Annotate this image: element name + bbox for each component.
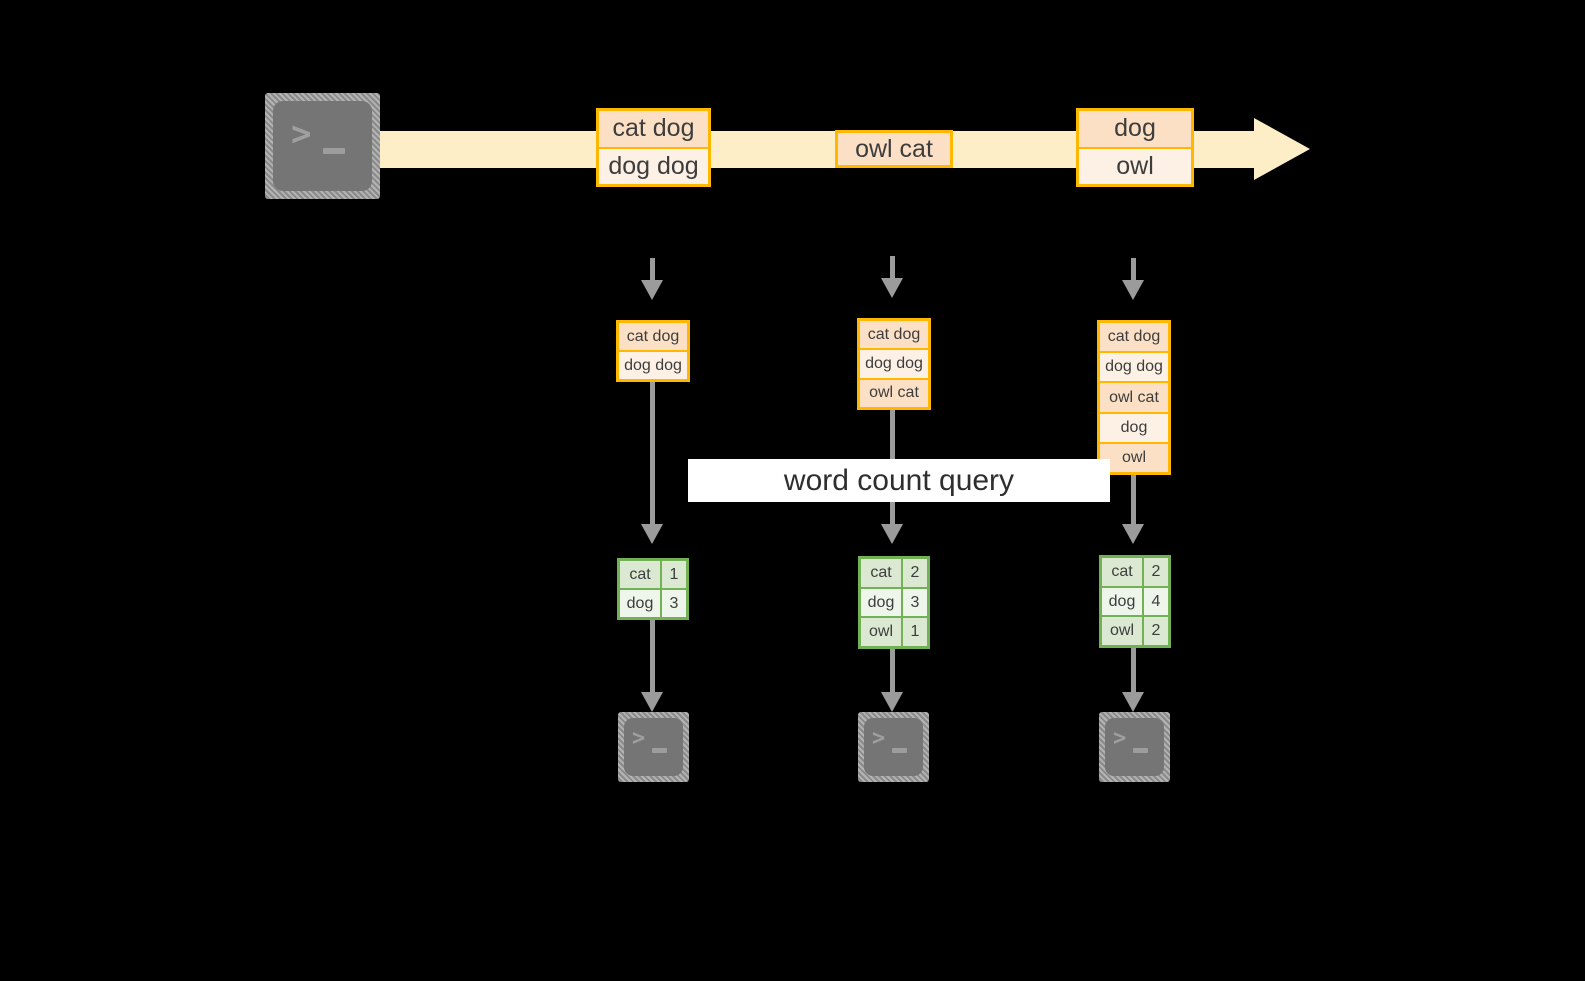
sink-terminal-1[interactable]: >: [618, 712, 689, 782]
result-table-2[interactable]: cat 2 dog 3 owl 1: [858, 556, 930, 649]
snapshot-line: cat dog: [1100, 323, 1168, 354]
sink-connector-1-arrowhead-icon: [641, 692, 663, 712]
query-connector-1: [650, 382, 655, 524]
table-row: dog 3: [861, 588, 927, 619]
result-count: 2: [1151, 622, 1161, 640]
result-table-1[interactable]: cat 1 dog 3: [617, 558, 689, 620]
result-count: 1: [910, 623, 920, 641]
message-line: owl: [1079, 148, 1191, 184]
snapshot-3[interactable]: cat dog dog dog owl cat dog owl: [1097, 320, 1171, 475]
result-word: cat: [620, 561, 662, 588]
table-row: dog 3: [620, 590, 686, 617]
terminal-prompt-icon: >: [872, 726, 885, 751]
table-row: owl 1: [861, 618, 927, 647]
sink-connector-3-arrowhead-icon: [1122, 692, 1144, 712]
dashed-connector-2: [890, 256, 895, 278]
terminal-cursor-icon: [323, 148, 345, 154]
snapshot-line: owl cat: [1100, 383, 1168, 414]
stream-message-group-3[interactable]: dog owl: [1076, 108, 1194, 187]
result-word: dog: [620, 590, 662, 617]
query-connector-2-arrowhead-icon: [881, 524, 903, 544]
snapshot-line: dog dog: [1100, 353, 1168, 384]
snapshot-line: cat dog: [860, 321, 928, 351]
result-count: 1: [669, 565, 679, 583]
sink-terminal-2[interactable]: >: [858, 712, 929, 782]
message-line: dog dog: [599, 148, 708, 184]
result-count: 2: [910, 563, 920, 581]
message-line: dog: [1079, 111, 1191, 149]
query-connector-3: [1131, 475, 1136, 524]
result-word: dog: [861, 588, 903, 617]
result-word: owl: [861, 618, 903, 647]
table-row: dog 4: [1102, 587, 1168, 618]
snapshot-2[interactable]: cat dog dog dog owl cat: [857, 318, 931, 410]
stream-message-group-2[interactable]: owl cat: [835, 130, 953, 168]
dashed-connector-3: [1131, 258, 1136, 280]
dashed-connector-1: [650, 258, 655, 280]
snapshot-1[interactable]: cat dog dog dog: [616, 320, 690, 382]
dashed-connector-3-arrowhead-icon: [1122, 280, 1144, 300]
result-word: dog: [1102, 587, 1144, 616]
terminal-cursor-icon: [892, 748, 907, 753]
sink-connector-1: [650, 620, 655, 692]
stream-message-group-1[interactable]: cat dog dog dog: [596, 108, 711, 187]
stream-arrowhead-icon: [1254, 118, 1310, 180]
terminal-cursor-icon: [1133, 748, 1148, 753]
result-count: 3: [669, 594, 679, 612]
terminal-screen: [1105, 718, 1164, 776]
table-row: cat 2: [861, 559, 927, 589]
result-count: 3: [910, 593, 920, 611]
source-terminal[interactable]: >: [265, 93, 380, 199]
table-row: cat 1: [620, 561, 686, 590]
query-label-text: word count query: [783, 463, 1015, 497]
sink-terminal-3[interactable]: >: [1099, 712, 1170, 782]
table-row: cat 2: [1102, 558, 1168, 588]
query-connector-3-arrowhead-icon: [1122, 524, 1144, 544]
result-word: cat: [861, 559, 903, 587]
terminal-prompt-icon: >: [632, 726, 645, 751]
message-line: cat dog: [599, 111, 708, 149]
dashed-connector-2-arrowhead-icon: [881, 278, 903, 298]
terminal-cursor-icon: [652, 748, 667, 753]
query-label-banner: word count query: [688, 459, 1110, 502]
message-line: owl cat: [838, 133, 950, 165]
result-word: cat: [1102, 558, 1144, 586]
query-connector-1-arrowhead-icon: [641, 524, 663, 544]
sink-connector-3: [1131, 648, 1136, 692]
sink-connector-2: [890, 649, 895, 692]
dashed-connector-1-arrowhead-icon: [641, 280, 663, 300]
terminal-screen: [273, 101, 372, 191]
terminal-screen: [624, 718, 683, 776]
snapshot-line: dog dog: [619, 352, 687, 379]
result-count: 2: [1151, 562, 1161, 580]
result-count: 4: [1151, 592, 1161, 610]
snapshot-line: owl: [1100, 443, 1168, 473]
terminal-prompt-icon: >: [291, 114, 312, 154]
snapshot-line: dog: [1100, 413, 1168, 444]
terminal-screen: [864, 718, 923, 776]
table-row: owl 2: [1102, 617, 1168, 646]
result-word: owl: [1102, 617, 1144, 646]
sink-connector-2-arrowhead-icon: [881, 692, 903, 712]
result-table-3[interactable]: cat 2 dog 4 owl 2: [1099, 555, 1171, 648]
snapshot-line: cat dog: [619, 323, 687, 352]
snapshot-line: dog dog: [860, 350, 928, 380]
terminal-prompt-icon: >: [1113, 726, 1126, 751]
snapshot-line: owl cat: [860, 379, 928, 407]
